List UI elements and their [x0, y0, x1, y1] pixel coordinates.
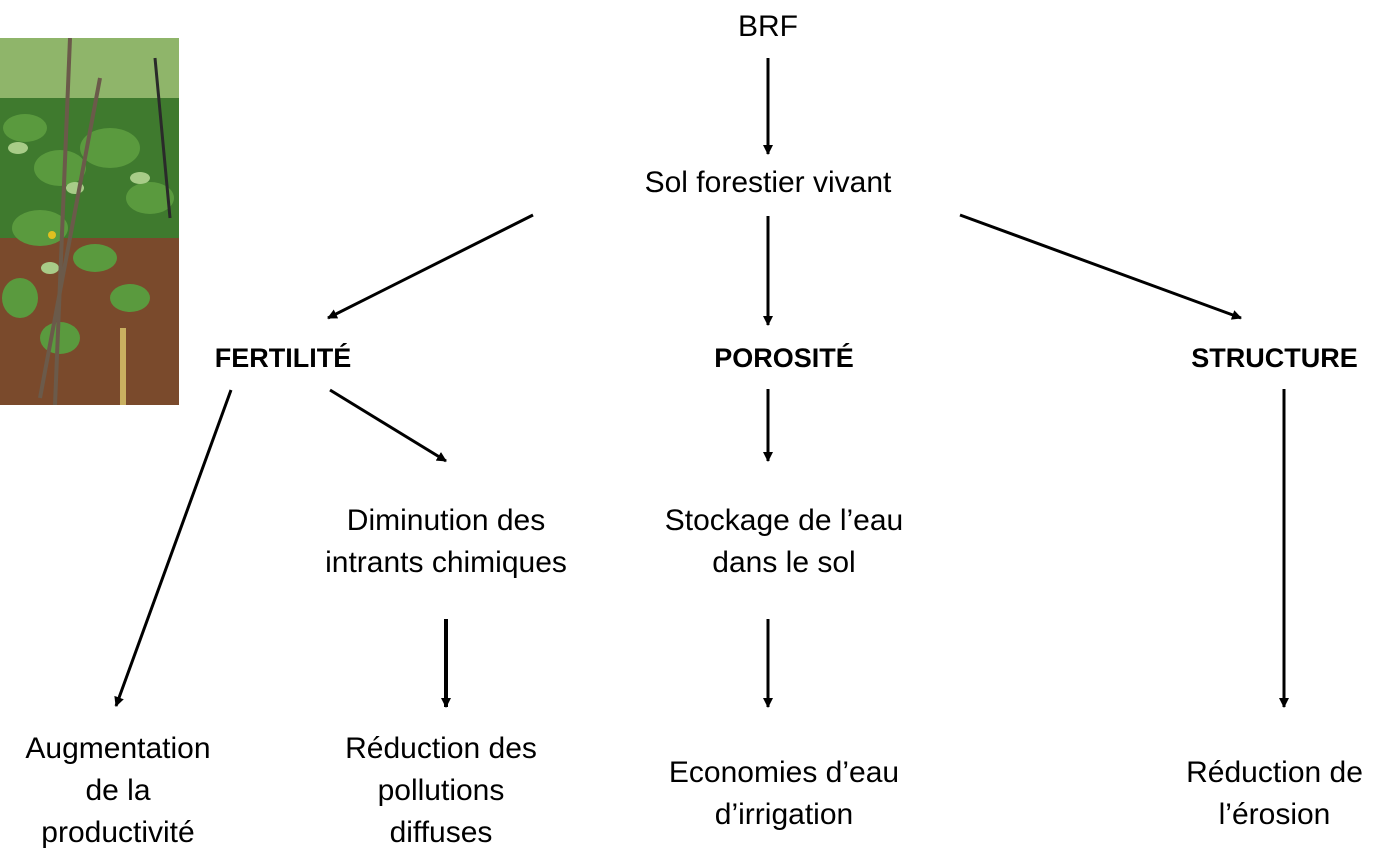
orchard-photo — [0, 38, 179, 405]
node-stockage: Stockage de l’eau dans le sol — [664, 504, 904, 579]
node-brf: BRF — [738, 10, 798, 43]
node-structure: STRUCTURE — [1191, 343, 1358, 373]
node-porosite: POROSITÉ — [714, 343, 854, 373]
node-intrants: Diminution des intrants chimiques — [325, 504, 567, 579]
node-irrigation: Economies d’eau d’irrigation — [668, 756, 900, 831]
node-productivite: Augmentation de la productivité — [25, 732, 211, 849]
orchard-photo-image — [0, 38, 179, 405]
node-fertilite: FERTILITÉ — [214, 343, 352, 373]
node-sol-forestier: Sol forestier vivant — [644, 166, 892, 199]
arrow-sol-to-fertilite — [327, 213, 534, 320]
arrow-sol-to-structure — [959, 213, 1242, 320]
node-erosion: Réduction de l’érosion — [1186, 756, 1363, 831]
arrow-fertilite-to-productivite — [114, 389, 233, 707]
arrow-fertilite-to-intrants — [329, 388, 447, 463]
node-pollutions: Réduction des pollutions diffuses — [345, 732, 537, 849]
